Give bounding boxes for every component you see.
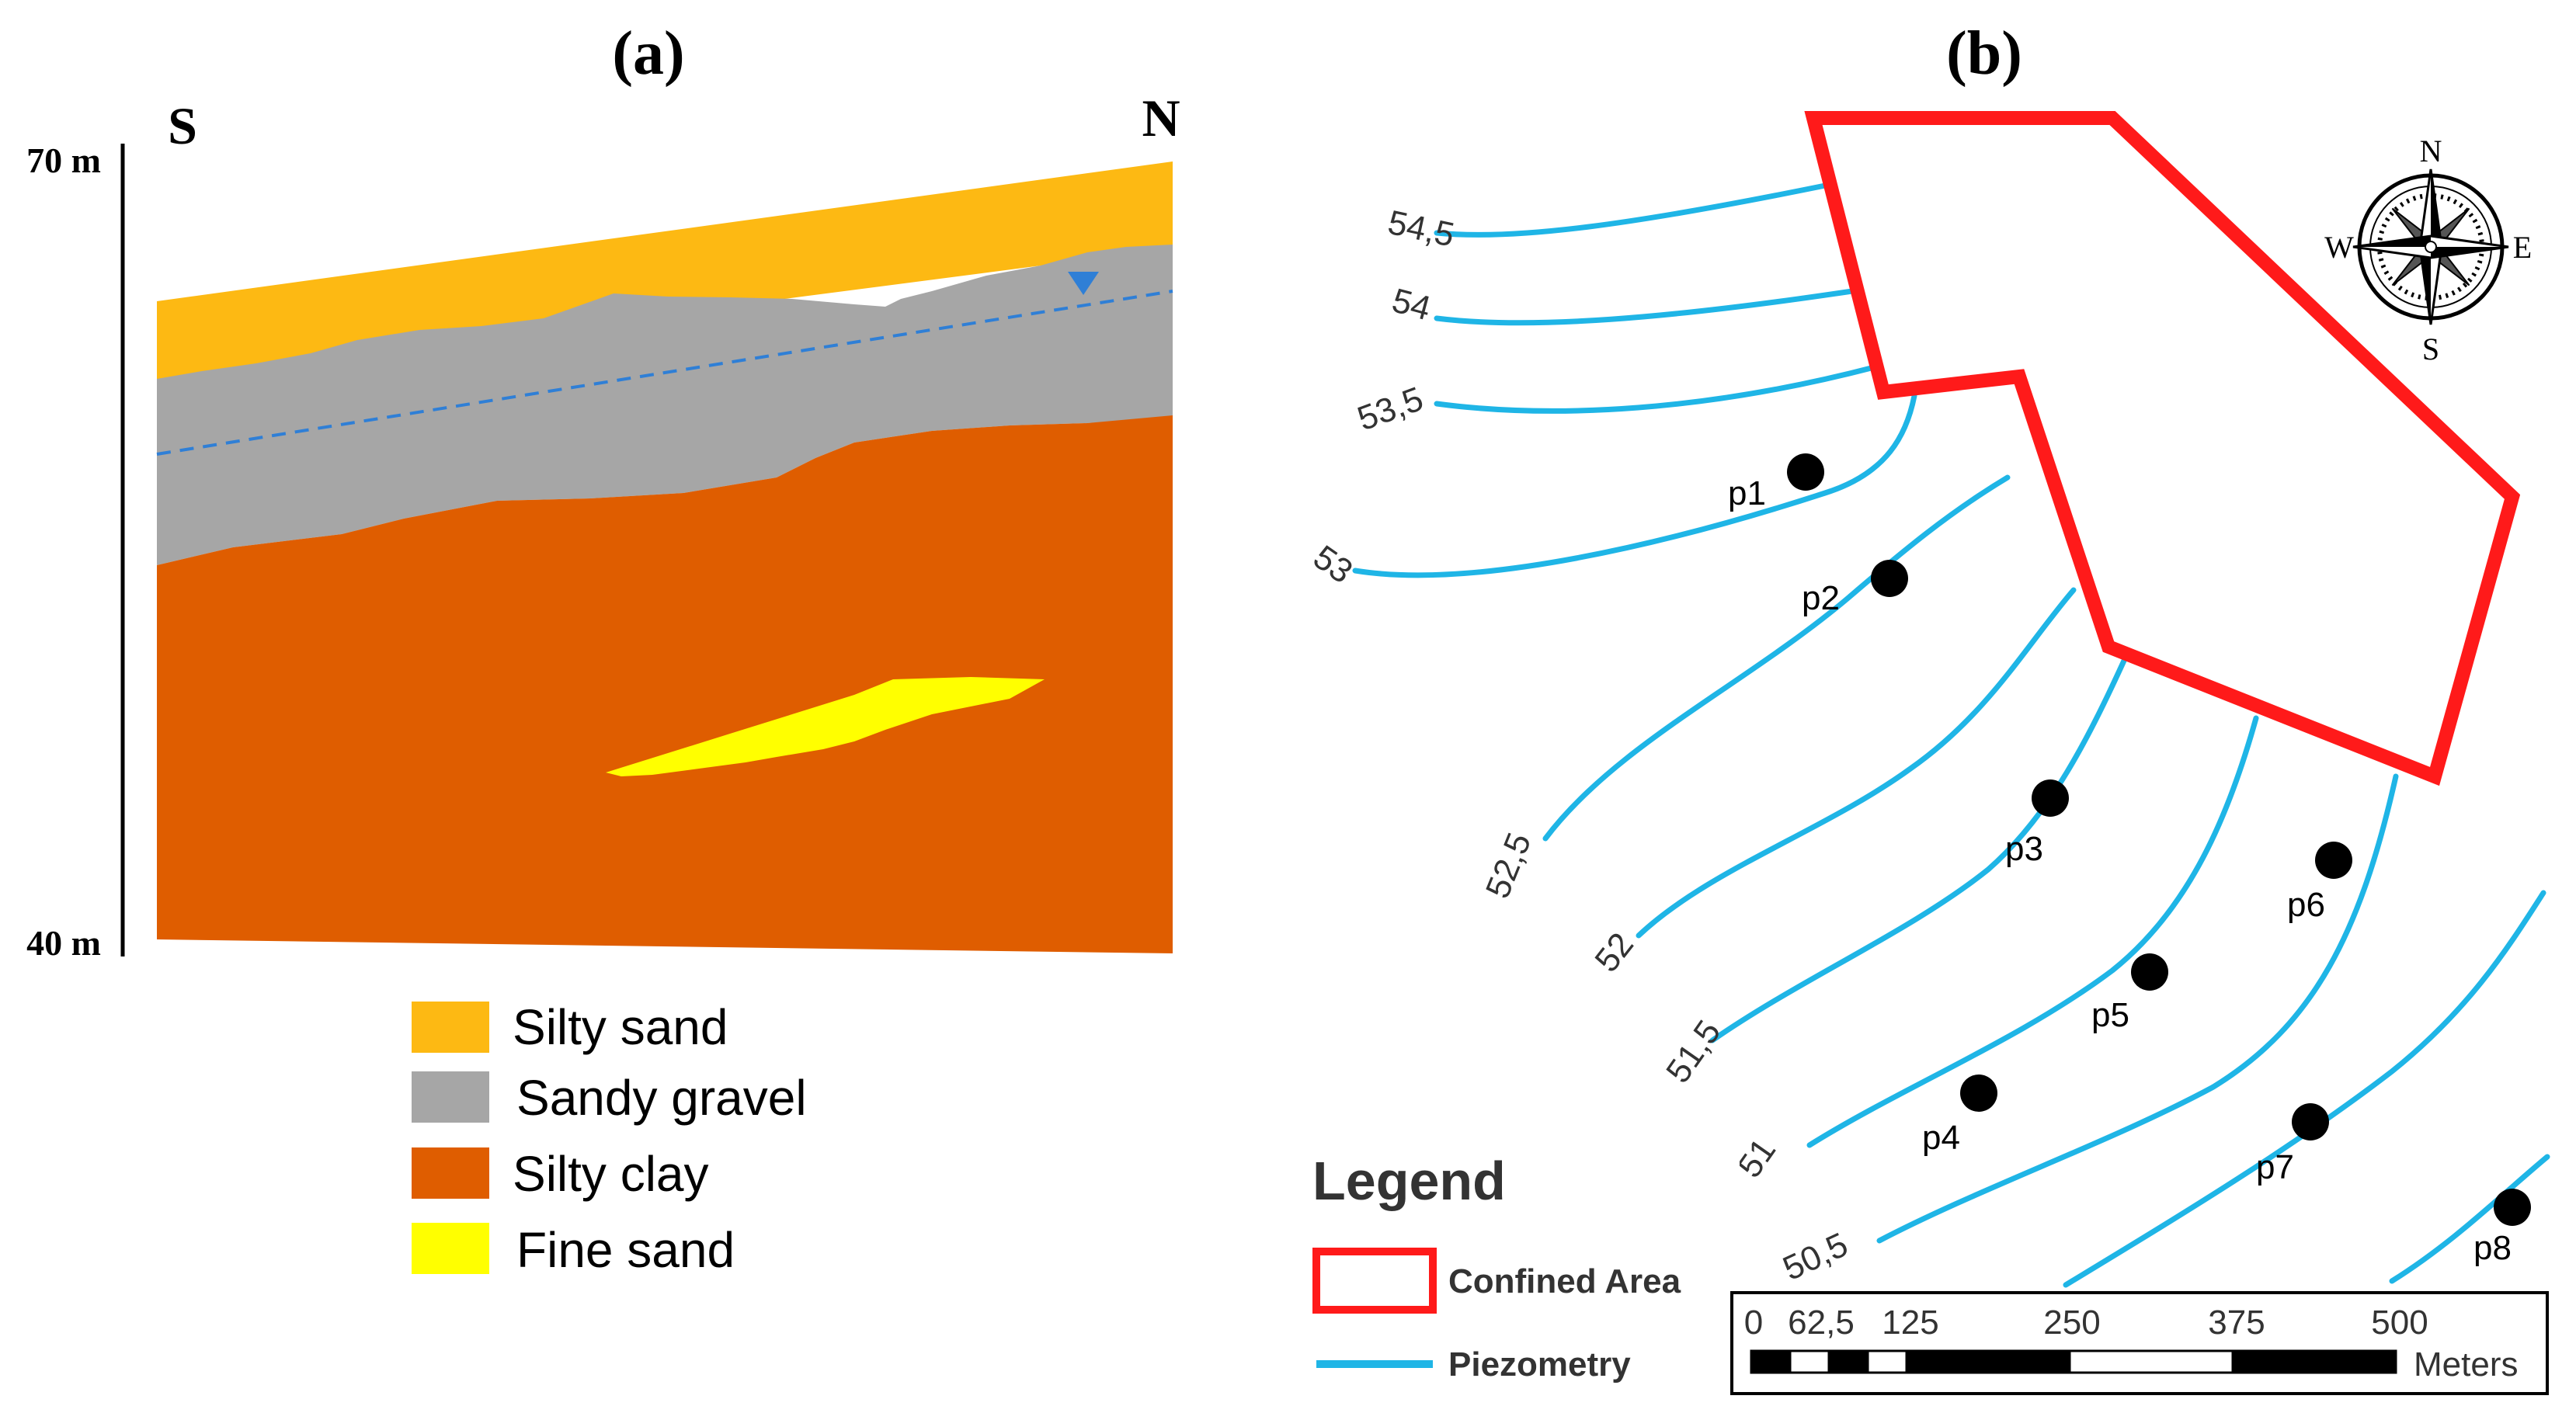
legend-confined-area-label: Confined Area: [1448, 1262, 1681, 1300]
panel-b-title: (b): [1946, 19, 2022, 88]
contour-label-53-5: 53,5: [1353, 380, 1428, 438]
piezometer-p5-marker: [2131, 953, 2168, 991]
scale-segment: [1905, 1349, 2071, 1374]
contour-line-51: [1806, 715, 2259, 1148]
piezometer-p4-label: p4: [1922, 1119, 1960, 1157]
scale-bar-frame: [1730, 1291, 2549, 1395]
water-table-line: [156, 290, 1173, 456]
piezometer-p6-marker: [2315, 842, 2352, 879]
legend-piezometry-label: Piezometry: [1448, 1345, 1631, 1383]
legend-confined-area-swatch: [1312, 1248, 1437, 1314]
compass-west-label: W: [2324, 230, 2354, 265]
contour-label-51-5: 51,5: [1659, 1013, 1728, 1089]
panel-a-title: (a): [612, 19, 684, 88]
contour-labels: 54,5 54 53,5 53 52,5 52 51,5 51 50,5: [1306, 203, 1854, 1288]
scale-unit-label: Meters: [2414, 1345, 2518, 1383]
scale-label-0: 0: [1744, 1304, 1763, 1342]
compass-east-label: E: [2513, 230, 2532, 265]
legend-swatch-sandy-gravel: [412, 1071, 489, 1123]
scale-segment: [2068, 1349, 2234, 1374]
contour-line-54: [1434, 288, 1855, 326]
legend-label-silty-clay: Silty clay: [513, 1146, 709, 1202]
contour-line-52-5: [1542, 474, 2011, 842]
compass-rose-icon: N S E W: [2324, 134, 2532, 366]
confined-area-boundary: [1804, 111, 2521, 786]
compass-north-label: N: [2420, 134, 2442, 168]
legend-swatch-silty-clay: [412, 1147, 489, 1199]
contour-line-49-5: [2389, 1154, 2550, 1284]
scale-label-375: 375: [2208, 1304, 2265, 1342]
scale-bar: 0 62,5 125 250 375 500 Meters: [1730, 1291, 2549, 1395]
layer-fine-sand: [606, 677, 1045, 776]
elevation-top-label: 70 m: [26, 141, 101, 180]
map-legend-title: Legend: [1312, 1151, 1506, 1211]
piezometer-p7-marker: [2292, 1103, 2329, 1140]
contour-line-50: [2063, 890, 2546, 1288]
scale-label-125: 125: [1882, 1304, 1938, 1342]
contour-label-50-5: 50,5: [1778, 1225, 1854, 1288]
legend-label-sandy-gravel: Sandy gravel: [516, 1070, 807, 1126]
legend-label-fine-sand: Fine sand: [516, 1222, 735, 1278]
piezometer-p6-label: p6: [2287, 886, 2325, 924]
contour-line-51-5: [1709, 649, 2131, 1043]
piezometer-p3-label: p3: [2005, 830, 2043, 868]
contour-line-54-5: [1434, 182, 1832, 238]
layer-sandy-gravel: [157, 245, 1173, 565]
piezometer-p3-marker: [2032, 779, 2069, 817]
legend-label-silty-sand: Silty sand: [513, 999, 728, 1055]
layer-silty-sand: [157, 161, 1173, 380]
elevation-bottom-label: 40 m: [26, 923, 101, 963]
scale-segment: [1789, 1349, 1830, 1374]
scale-label-500: 500: [2371, 1304, 2428, 1342]
scale-label-62-5: 62,5: [1788, 1304, 1855, 1342]
layer-silty-clay: [157, 415, 1173, 953]
piezometric-contours: [1352, 182, 2550, 1288]
contour-line-50-5: [1876, 773, 2399, 1244]
panel-a-legend: Silty sand Sandy gravel Silty clay Fine …: [412, 999, 807, 1278]
contour-label-52-5: 52,5: [1479, 828, 1539, 904]
piezometer-p4-marker: [1960, 1075, 1997, 1112]
scale-segment: [1866, 1349, 1908, 1374]
legend-swatch-silty-sand: [412, 1002, 489, 1053]
piezometer-p2-label: p2: [1802, 579, 1840, 617]
piezometer-p1-marker: [1787, 453, 1824, 491]
contour-line-53-5: [1434, 362, 1886, 414]
piezometer-markers: p1 p2 p3 p4 p5 p6 p7 p8: [1728, 453, 2531, 1267]
water-table-marker-icon: [1068, 272, 1099, 295]
map-legend: Legend Confined Area Piezometry: [1305, 1134, 1740, 1413]
direction-north-label: N: [1142, 89, 1180, 148]
piezometer-p7-label: p7: [2256, 1148, 2294, 1186]
scale-segment: [1827, 1349, 1869, 1374]
compass-south-label: S: [2422, 332, 2439, 366]
contour-label-54-5: 54,5: [1385, 203, 1458, 255]
direction-south-label: S: [168, 96, 197, 155]
piezometer-p8-marker: [2494, 1189, 2531, 1226]
scale-label-250: 250: [2043, 1304, 2100, 1342]
contour-label-53: 53: [1306, 538, 1359, 591]
contour-line-52: [1636, 587, 2077, 939]
piezometer-p1-label: p1: [1728, 474, 1766, 512]
legend-swatch-fine-sand: [412, 1223, 489, 1274]
scale-segment: [2231, 1349, 2397, 1374]
scale-segment: [1750, 1349, 1792, 1374]
piezometer-p2-marker: [1871, 560, 1908, 597]
contour-label-52: 52: [1587, 925, 1641, 979]
panel-a: (a) S N 70 m 40 m Silty sand Sandy grave…: [26, 19, 1180, 1278]
contour-line-53: [1352, 393, 1917, 578]
panel-b: (b) 54,5 54 53,5 53 52,5 52 51,5 51 50,5: [1305, 19, 2550, 1413]
piezometer-p8-label: p8: [2473, 1229, 2512, 1267]
piezometer-p5-label: p5: [2091, 996, 2129, 1034]
contour-label-54: 54: [1388, 281, 1434, 328]
